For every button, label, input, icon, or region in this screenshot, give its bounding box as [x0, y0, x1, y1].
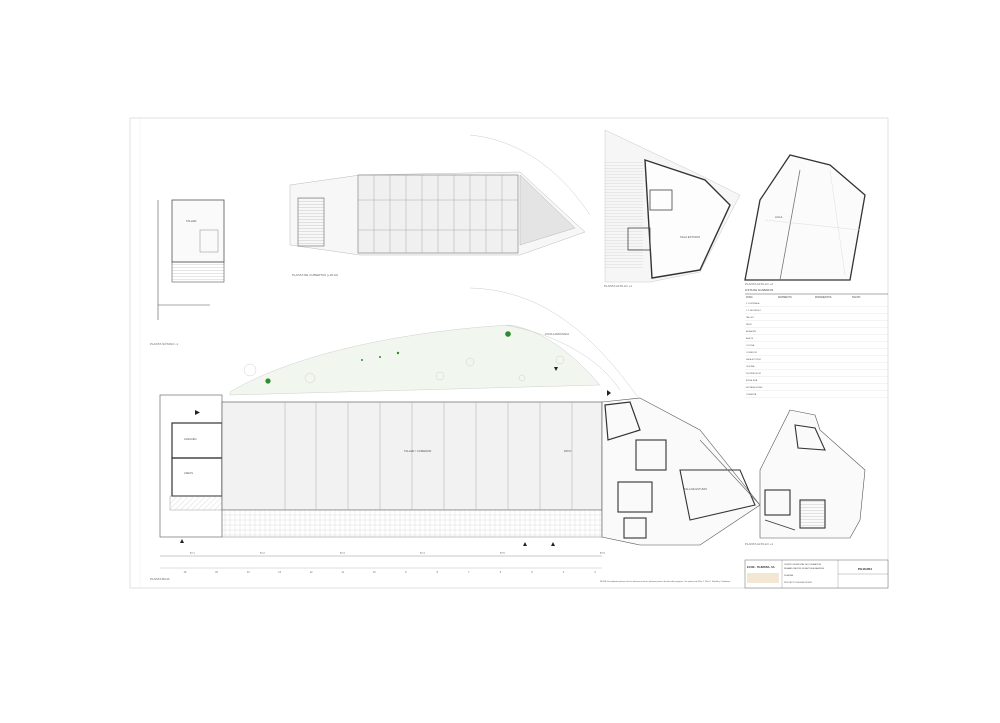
drawing-altillo-2: AULA PLANTA ALTILLO +2 — [744, 154, 866, 286]
legend-cell: SALA ESTUDIO — [746, 358, 761, 361]
arrow-icon — [607, 390, 611, 396]
garden-label: ZONA AJARDINADA — [545, 332, 569, 336]
title-ground-floor: PLANTA BAJA — [150, 577, 170, 581]
tree-icon — [396, 351, 400, 355]
legend-cell: CUBIERTA — [746, 393, 757, 396]
axis-label: 5 — [531, 571, 533, 574]
patio-label: PATIO — [564, 449, 571, 453]
legend-cell: 1.1 ENTRADA — [746, 302, 760, 305]
axis-label: 15 — [215, 571, 218, 574]
axis-label: 8 — [437, 571, 439, 574]
legend-cell: PATIO — [746, 323, 752, 326]
legend-rows: 1.1 ENTRADA 1.2 VESTÍBULO TALLER PATIO ALMAC… — [745, 302, 888, 398]
legend-cell: OFICINA — [746, 365, 755, 368]
axis-label: 4 — [563, 571, 565, 574]
arrow-icon — [195, 410, 200, 415]
drawing-altillo-1: SALA ESTUDIO PLANTA ALTILLO +1 — [604, 129, 741, 288]
axis-label: 7 — [468, 571, 470, 574]
room-label-c: SALA DE ESTUDIO — [684, 487, 707, 491]
arrow-icon — [551, 542, 555, 546]
project-line-0: CENTRO MUNICIPAL DE FORMACIÓN — [784, 563, 822, 566]
studio-logo — [747, 573, 779, 583]
axis-label: 6 — [500, 571, 502, 574]
title-top-left: PLANTA SÓTANO -1 — [150, 341, 178, 346]
sheet-code: PG16.R01 — [858, 567, 872, 571]
title-altillo-1-detail: PLANTA ALTILLO +1 — [745, 542, 773, 546]
axis-label: 10 — [373, 571, 376, 574]
drawing-altillo-1-detail: PLANTA ALTILLO +1 — [745, 409, 866, 546]
drawing-ground-floor: ZONA AJARDINADA ALMACÉN ASEOS TALLER / C… — [150, 287, 761, 581]
drawing-subtitle: PROYECTO DE EJECUCIÓN — [784, 581, 812, 584]
sheet-note: NOTA: Se adjuntan planos de los interior… — [600, 580, 731, 583]
arrow-icon — [180, 539, 184, 543]
legend-title: LISTA DE ACABADOS — [745, 288, 773, 292]
legend-cell: 1.2 VESTÍBULO — [746, 309, 762, 312]
legend-cell: TALLER — [746, 316, 754, 319]
axis-label: 3 — [594, 571, 596, 574]
arrow-icon — [523, 542, 527, 546]
drawing-title: PLANTAS — [784, 574, 794, 577]
axis-labels: 16 15 14 13 12 11 10 9 8 7 6 5 4 3 — [184, 571, 597, 574]
legend-header-2: PARAMENTOS — [815, 296, 832, 299]
legend-cell: DISTRIBUIDOR — [746, 373, 761, 375]
legend-header-1: PAVIMENTO — [778, 296, 792, 299]
dimension-label: 57.1 — [190, 552, 195, 555]
finishes-legend: LISTA DE ACABADOS ZONA PAVIMENTO PARAMEN… — [745, 288, 888, 398]
svg-text:AULA: AULA — [775, 215, 782, 219]
axis-label: 14 — [247, 571, 250, 574]
room-label-a: ALMACÉN — [184, 436, 197, 441]
title-block: ECOB · TEJERINA, SA CENTRO MUNICIPAL DE … — [744, 559, 889, 589]
dimension-label: 57.4 — [420, 552, 425, 555]
arrow-icon — [554, 367, 558, 371]
big-hall-label: TALLER / COMEDOR — [404, 449, 431, 453]
dimension-label: 57.2 — [260, 552, 265, 555]
axis-label: 13 — [278, 571, 281, 574]
tree-icon — [379, 356, 381, 358]
dimension-labels: 57.1 57.2 57.3 57.4 57.5 57.6 — [190, 552, 605, 555]
axis-label: 16 — [184, 571, 187, 574]
svg-text:TALLER: TALLER — [186, 219, 196, 223]
title-altillo-2: PLANTA ALTILLO +2 — [745, 282, 773, 286]
drawing-roof-plan: PLANTA DE CUBIERTAS (+18.10) — [289, 134, 591, 277]
room-label-b: ASEOS — [184, 471, 193, 475]
legend-header-3: TECHO — [852, 296, 861, 299]
legend-cell: ASEOS — [746, 337, 754, 340]
axis-label: 12 — [310, 571, 313, 574]
title-altillo-1: PLANTA ALTILLO +1 — [604, 284, 632, 288]
project-line-1: REHABILITACIÓN DE ANTIGUA FÁBRICA — [784, 567, 824, 570]
svg-text:SALA ESTUDIO: SALA ESTUDIO — [680, 235, 701, 239]
drawing-top-left: TALLER PLANTA SÓTANO -1 — [150, 199, 225, 346]
legend-cell: COMEDOR — [746, 352, 757, 354]
axis-label: 9 — [405, 571, 407, 574]
legend-cell: INSTALACIONES — [746, 386, 763, 389]
axis-label: 11 — [341, 571, 344, 574]
sheet-frame — [129, 117, 889, 589]
studio-name: ECOB · TEJERINA, SA — [747, 565, 775, 569]
legend-cell: COCINA — [746, 344, 755, 347]
legend-cell: ALMACÉN — [746, 330, 757, 333]
tree-icon — [265, 378, 271, 384]
dimension-label: 57.3 — [340, 552, 345, 555]
legend-header-0: ZONA — [746, 296, 753, 299]
dimension-label: 57.5 — [500, 552, 505, 555]
legend-cell: ESCALERA — [746, 379, 758, 382]
tree-icon — [505, 331, 511, 337]
title-roof-plan: PLANTA DE CUBIERTAS (+18.10) — [292, 273, 338, 277]
dimension-label: 57.6 — [600, 552, 605, 555]
tree-icon — [361, 359, 363, 361]
